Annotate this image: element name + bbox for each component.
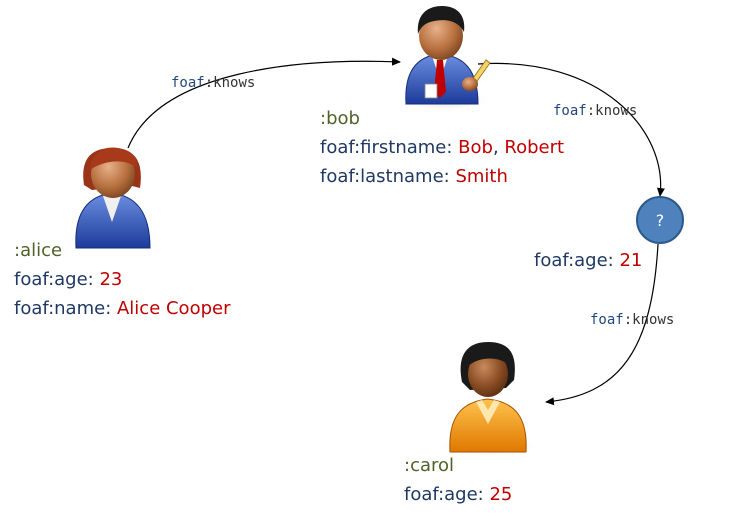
alice-name-row: foaf:name: Alice Cooper — [14, 298, 231, 319]
edge-label-bob-knows-blank: foaf:knows — [553, 103, 638, 119]
alice-age-row: foaf:age: 23 — [14, 269, 123, 290]
blank-node-symbol: ? — [656, 211, 665, 230]
edge-blank-carol — [545, 243, 659, 406]
alice-node-id: :alice — [14, 240, 63, 261]
bob-firstname-row: foaf:firstname: Bob, Robert — [320, 137, 565, 158]
bob-lastname-row: foaf:lastname: Smith — [320, 166, 508, 187]
carol-age-row: foaf:age: 25 — [404, 484, 513, 505]
edge-label-blank-knows-carol: foaf:knows — [590, 312, 675, 328]
bob-node-id: :bob — [320, 108, 360, 129]
edge-alice-bob — [127, 57, 401, 149]
edge-bob-blank — [477, 62, 665, 197]
blank-node: ? — [636, 196, 684, 244]
bob-person-icon — [394, 6, 494, 112]
edge-label-alice-knows-bob: foaf:knows — [171, 75, 256, 91]
alice-person-icon — [60, 147, 164, 252]
carol-node-id: :carol — [404, 455, 455, 476]
blank-age-row: foaf:age: 21 — [534, 250, 643, 271]
carol-person-icon — [436, 342, 540, 458]
